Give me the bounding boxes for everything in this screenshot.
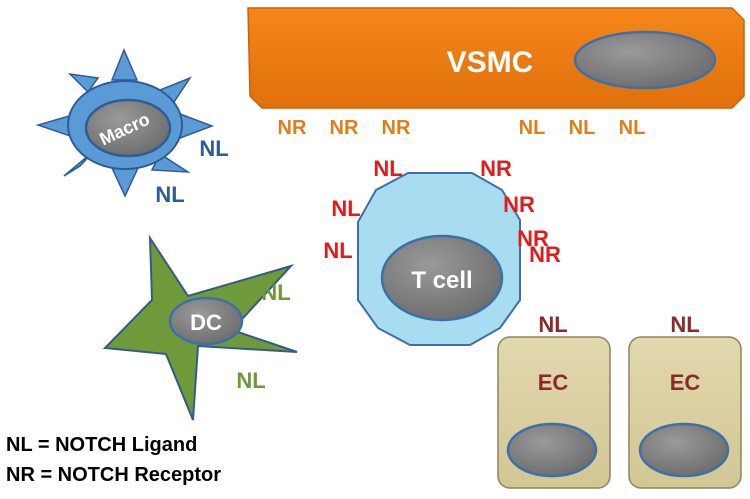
- legend-nl: NL = NOTCH Ligand: [6, 434, 198, 456]
- ec-nucleus: [506, 422, 598, 478]
- ec-nl-label: NL: [538, 312, 567, 337]
- ec-label: EC: [670, 370, 701, 395]
- vsmc-nl-label: NL: [619, 117, 646, 139]
- macro-nl-label: NL: [199, 136, 228, 161]
- dc-nl-label: NL: [261, 280, 290, 305]
- tcell-nr-label: NR: [517, 226, 549, 251]
- ec-cell-1: EC: [497, 336, 611, 489]
- vsmc-nucleus: [573, 30, 717, 90]
- tcell-nr-label: NR: [480, 156, 512, 181]
- dc-label: DC: [190, 310, 222, 335]
- tcell-nl-label: NL: [323, 238, 352, 263]
- vsmc-nr-label: NR: [278, 117, 307, 139]
- ec-label: EC: [538, 370, 569, 395]
- dc-cell: DC: [102, 234, 298, 421]
- dc-nucleus: [168, 296, 244, 346]
- tcell-nl-label: NL: [373, 156, 402, 181]
- tcell-label: T cell: [411, 267, 472, 294]
- vsmc-cell: VSMC: [247, 7, 745, 109]
- tcell-nucleus: [380, 234, 504, 322]
- vsmc-label: VSMC: [447, 46, 534, 79]
- tcell-nl-label: NL: [331, 196, 360, 221]
- ec-cell-2: EC: [628, 336, 742, 489]
- vsmc-nr-label: NR: [382, 117, 411, 139]
- dc-nl-label: NL: [236, 368, 265, 393]
- legend-nr: NR = NOTCH Receptor: [6, 464, 222, 486]
- macro-nucleus: [84, 98, 172, 158]
- macro-nl-label: NL: [155, 182, 184, 207]
- vsmc-nl-label: NL: [569, 117, 596, 139]
- ec-nl-label: NL: [670, 312, 699, 337]
- vsmc-notch-labels: NR NR NR NL NL NL: [278, 117, 646, 139]
- vsmc-nr-label: NR: [330, 117, 359, 139]
- macro-cell: Macro: [35, 48, 215, 198]
- tcell-nr-label: NR: [503, 192, 535, 217]
- tcell: T cell: [357, 172, 521, 346]
- ec-nucleus: [638, 422, 730, 478]
- vsmc-nl-label: NL: [519, 117, 546, 139]
- tcell-nr-label: NR: [529, 242, 561, 267]
